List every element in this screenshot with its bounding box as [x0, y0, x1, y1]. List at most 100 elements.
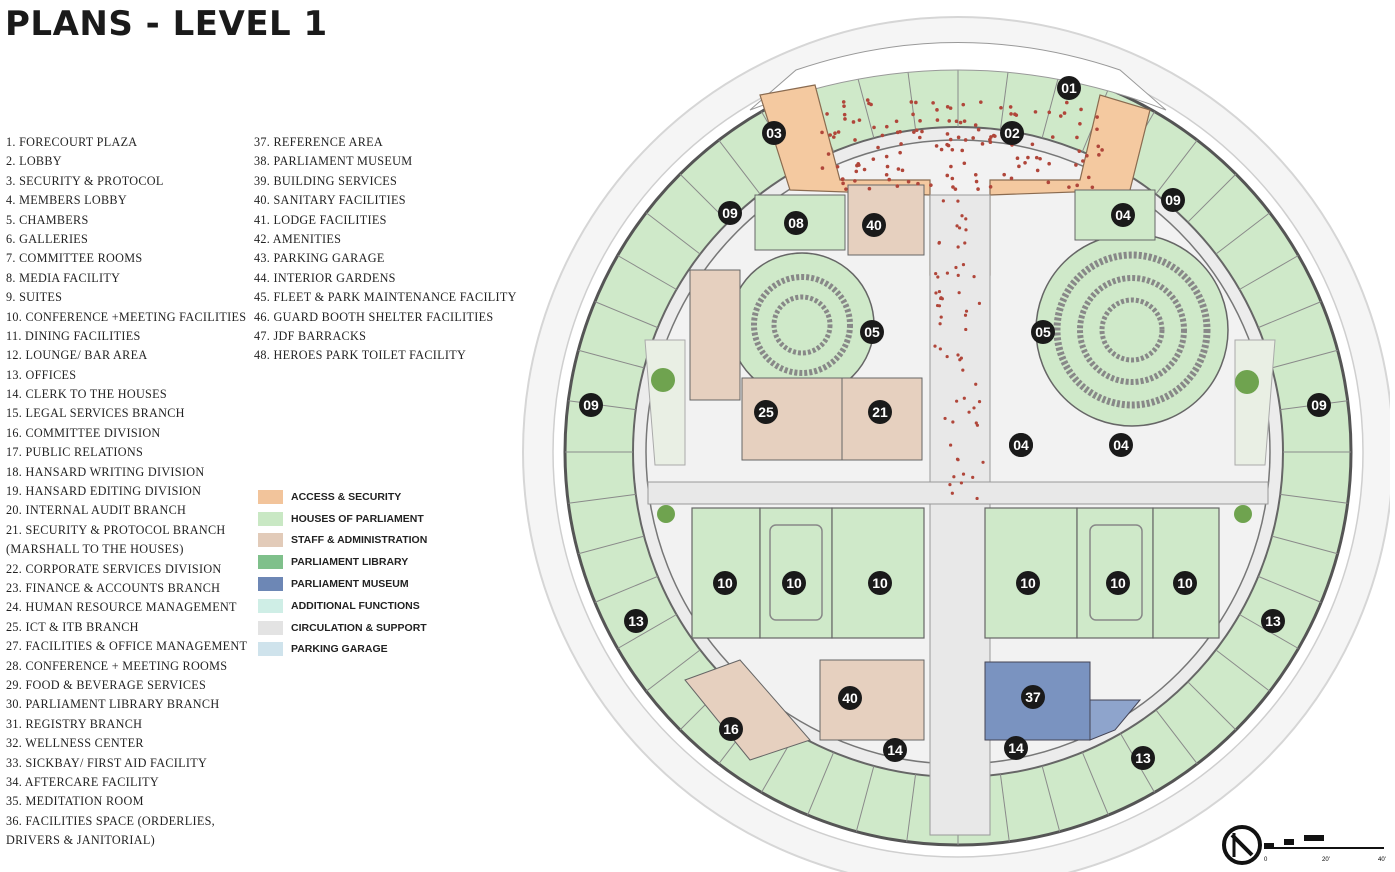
legend-entry: 45. FLEET & PARK MAINTENANCE FACILITY [254, 290, 517, 305]
legend-entry: 16. COMMITTEE DIVISION [6, 425, 161, 440]
color-key-item: ACCESS & SECURITY [258, 486, 427, 508]
color-key-item: STAFF & ADMINISTRATION [258, 530, 427, 552]
sanitary-block-south [819, 659, 925, 741]
legend-entry: 13. OFFICES [6, 367, 77, 382]
legend-entry: 6. GALLERIES [6, 231, 89, 246]
legend-entry: DRIVERS & JANITORIAL) [6, 833, 155, 848]
room-number-disc: 02 [1000, 121, 1024, 145]
room-number-disc: 09 [1161, 188, 1185, 212]
color-key-label: PARLIAMENT LIBRARY [291, 556, 409, 569]
legend-entry: 48. HEROES PARK TOILET FACILITY [254, 348, 467, 363]
room-number-labels: 0102030409084009040505252109090404101010… [579, 76, 1331, 770]
room-number-disc: 10 [1016, 571, 1040, 595]
room-number-text: 13 [628, 613, 644, 629]
page-title: PLANS - LEVEL 1 [5, 4, 328, 44]
room-number-text: 09 [1311, 397, 1327, 413]
scale-tick-0: 0 [1264, 857, 1268, 863]
legend-entry: 11. DINING FACILITIES [6, 328, 141, 343]
room-number-text: 10 [1110, 575, 1126, 591]
room-number-text: 10 [717, 575, 733, 591]
room-number-disc: 01 [1057, 76, 1081, 100]
color-swatch [258, 598, 283, 613]
legend-entry: 28. CONFERENCE + MEETING ROOMS [6, 658, 228, 673]
room-number-disc: 10 [1106, 571, 1130, 595]
room-number-text: 13 [1135, 750, 1151, 766]
room-number-text: 40 [842, 690, 858, 706]
legend-entry: 42. AMENITIES [254, 231, 342, 246]
legend-entry: 24. HUMAN RESOURCE MANAGEMENT [6, 600, 237, 615]
room-number-text: 10 [1020, 575, 1036, 591]
legend-entry: 10. CONFERENCE +MEETING FACILITIES [6, 309, 247, 324]
room-number-text: 04 [1113, 437, 1129, 453]
room-number-text: 16 [723, 721, 739, 737]
legend-entry: 20. INTERNAL AUDIT BRANCH [6, 503, 187, 518]
room-number-disc: 05 [1031, 320, 1055, 344]
floor-plan: 0102030409084009040505252109090404101010… [522, 16, 1390, 872]
legend-entry: 8. MEDIA FACILITY [6, 270, 121, 285]
room-number-disc: 25 [754, 400, 778, 424]
room-number-disc: 09 [579, 393, 603, 417]
color-swatch [258, 489, 283, 504]
legend-entry: 2. LOBBY [6, 154, 62, 169]
room-number-disc: 04 [1009, 433, 1033, 457]
room-number-disc: 40 [862, 213, 886, 237]
room-number-text: 10 [786, 575, 802, 591]
legend-entry: 15. LEGAL SERVICES BRANCH [6, 406, 185, 421]
room-number-disc: 04 [1111, 203, 1135, 227]
legend-entry: 5. CHAMBERS [6, 212, 89, 227]
legend-entry: 3. SECURITY & PROTOCOL [6, 173, 164, 188]
legend-entry: 7. COMMITTEE ROOMS [6, 251, 143, 266]
room-number-disc: 13 [1261, 609, 1285, 633]
legend-entry: 12. LOUNGE/ BAR AREA [6, 348, 148, 363]
room-number-text: 01 [1061, 80, 1077, 96]
legend-entry: 29. FOOD & BEVERAGE SERVICES [6, 677, 207, 692]
legend-entry: 4. MEMBERS LOBBY [6, 193, 127, 208]
staff-block-west [689, 269, 741, 401]
legend-entry: 22. CORPORATE SERVICES DIVISION [6, 561, 222, 576]
color-key-item: PARLIAMENT MUSEUM [258, 573, 427, 595]
legend-entry: 19. HANSARD EDITING DIVISION [6, 484, 202, 499]
color-swatch [258, 533, 283, 548]
legend-entry: 25. ICT & ITB BRANCH [6, 619, 139, 634]
legend-entry: 46. GUARD BOOTH SHELTER FACILITIES [254, 309, 494, 324]
room-number-disc: 13 [1131, 746, 1155, 770]
conference-tables [769, 524, 1143, 621]
north-arrow-icon [1222, 825, 1262, 865]
room-number-text: 03 [766, 125, 782, 141]
legend-entry: 37. REFERENCE AREA [254, 135, 383, 149]
color-key-item: PARKING GARAGE [258, 639, 427, 661]
room-number-text: 09 [1165, 192, 1181, 208]
room-number-text: 40 [866, 217, 882, 233]
color-swatch [258, 577, 283, 592]
scale-tick-40: 40' [1378, 857, 1386, 863]
conference-halls [691, 507, 1220, 639]
color-key-label: ADDITIONAL FUNCTIONS [291, 599, 420, 612]
legend-entry: 47. JDF BARRACKS [254, 328, 367, 343]
room-number-disc: 04 [1109, 433, 1133, 457]
room-number-text: 14 [1008, 740, 1024, 756]
room-number-text: 09 [722, 205, 738, 221]
lobby-people [820, 98, 1104, 501]
legend-entry: 39. BUILDING SERVICES [254, 173, 398, 188]
legend-entry: (MARSHALL TO THE HOUSES) [6, 542, 184, 557]
legend-entry: 30. PARLIAMENT LIBRARY BRANCH [6, 697, 220, 712]
room-number-text: 02 [1004, 125, 1020, 141]
room-number-disc: 08 [784, 211, 808, 235]
color-key-label: PARKING GARAGE [291, 643, 388, 656]
central-corridor-vertical [929, 194, 991, 836]
legend-entry: 44. INTERIOR GARDENS [254, 270, 396, 285]
room-number-disc: 10 [1173, 571, 1197, 595]
room-number-text: 37 [1025, 689, 1041, 705]
central-corridor-horizontal [647, 481, 1269, 505]
color-key-item: CIRCULATION & SUPPORT [258, 617, 427, 639]
color-key-item: ADDITIONAL FUNCTIONS [258, 595, 427, 617]
room-number-text: 10 [1177, 575, 1193, 591]
sanitary-block-north [847, 184, 925, 256]
legend-entry: 9. SUITES [6, 290, 63, 305]
room-number-disc: 09 [1307, 393, 1331, 417]
room-number-disc: 03 [762, 121, 786, 145]
room-number-disc: 37 [1021, 685, 1045, 709]
legend-entry: 35. MEDITATION ROOM [6, 794, 144, 809]
color-swatch [258, 511, 283, 526]
